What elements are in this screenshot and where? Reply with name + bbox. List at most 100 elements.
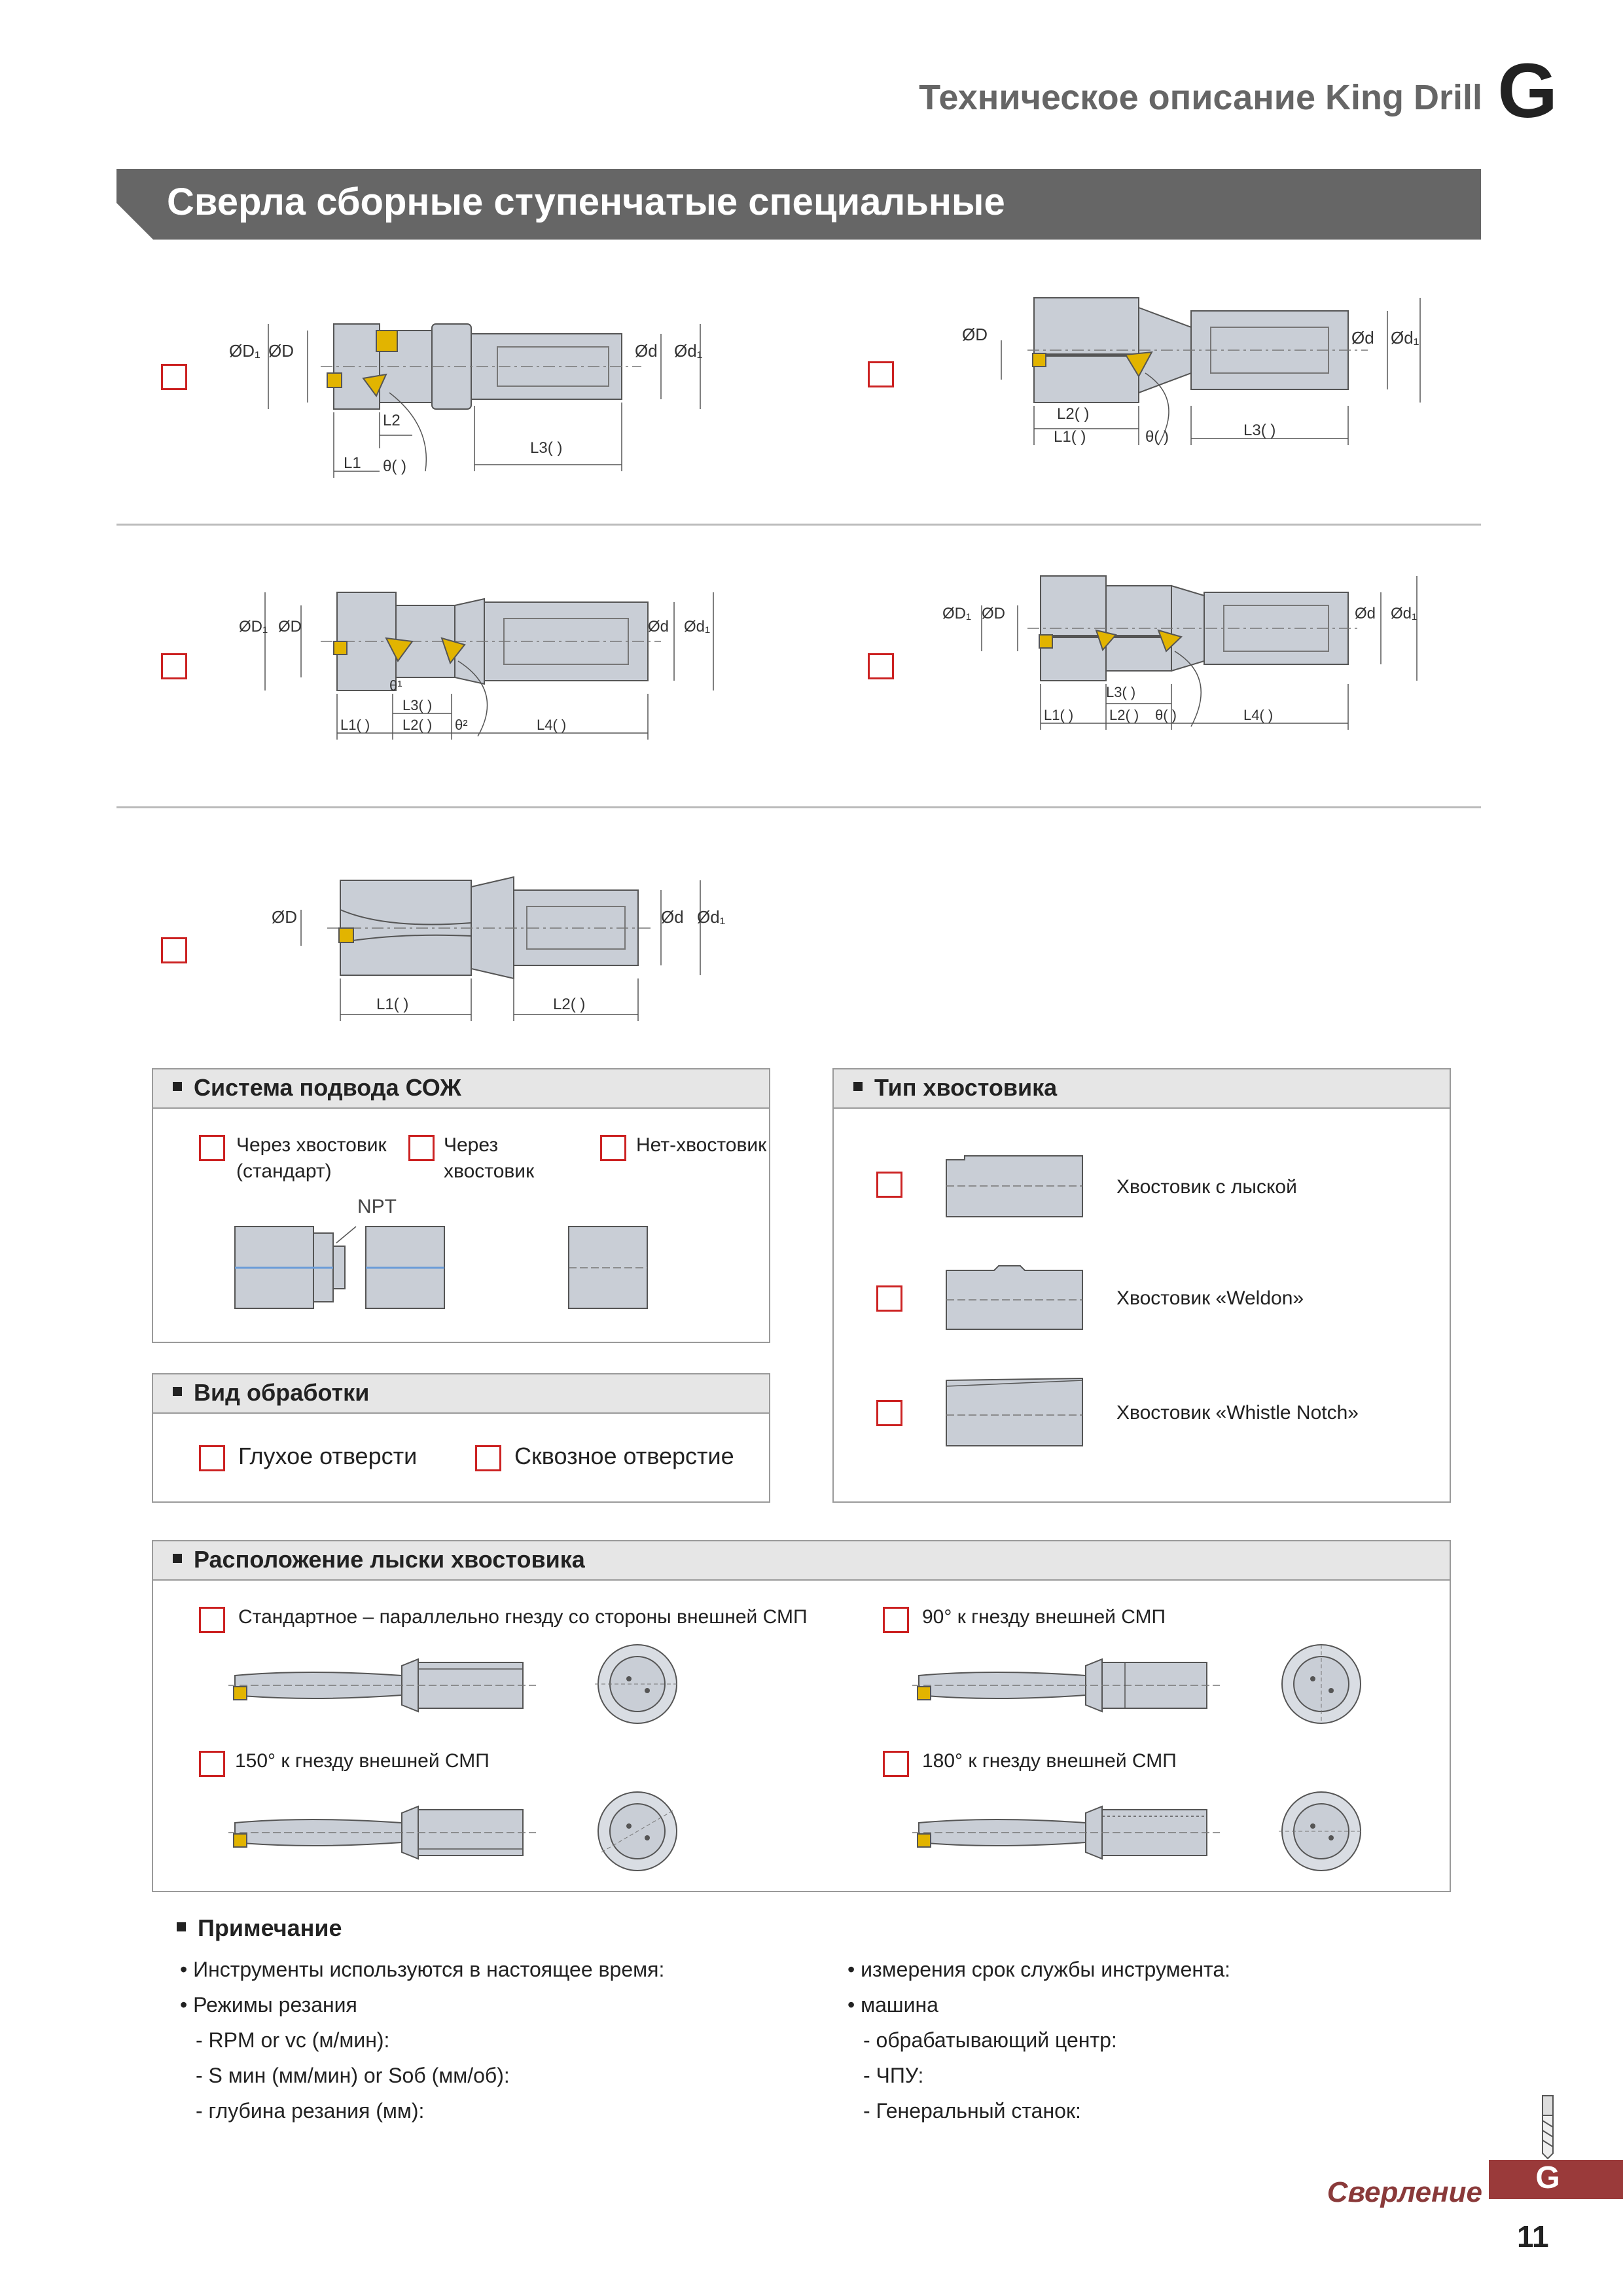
flat-standard-checkbox[interactable] <box>199 1607 225 1633</box>
flat-standard-label: Стандартное – параллельно гнезду со стор… <box>238 1606 808 1628</box>
notes-title: Примечание <box>177 1914 342 1942</box>
label-d1: Ød₁ <box>684 618 710 636</box>
machining-panel-header: Вид обработки <box>153 1374 769 1414</box>
shank-weldon-illustration <box>946 1265 1083 1330</box>
coolant-option-1-label: Через хвостовик(стандарт) <box>236 1134 387 1182</box>
flat-150-checkbox[interactable] <box>199 1751 225 1777</box>
flat-90-label: 90° к гнезду внешней СМП <box>922 1606 1166 1628</box>
drill-type-1-diagram: ØD₁ ØD Ød Ød₁ L3( ) L1 L2 θ( ) <box>229 323 703 478</box>
coolant-option-3-label: Нет-хвостовик <box>636 1134 767 1156</box>
footer-section-name: Сверление <box>1327 2176 1482 2208</box>
coolant-system-panel: Система подвода СОЖ Через хвостовик(стан… <box>152 1068 770 1343</box>
drill-type-4-diagram: ØD₁ ØD Ød Ød₁ L3( ) L1( ) L2( ) θ( ) L4(… <box>942 575 1418 730</box>
notes-left-column: • Инструменты используются в настоящее в… <box>180 1952 664 2128</box>
shank-whistle-notch-illustration <box>946 1377 1083 1446</box>
shank-weldon-checkbox[interactable] <box>876 1285 902 1312</box>
label-L4: L4( ) <box>1243 707 1273 723</box>
label-L3: L3( ) <box>530 439 562 457</box>
drill-type-5-checkbox[interactable] <box>161 937 187 963</box>
machining-type-panel: Вид обработки Глухое отверсти Сквозное о… <box>152 1373 770 1503</box>
document-header-title: Техническое описание King Drill <box>919 78 1482 117</box>
separator <box>116 806 1481 808</box>
label-D: ØD <box>268 341 294 361</box>
label-L2: L2( ) <box>1109 707 1139 723</box>
note-left-3: - RPM or vc (м/мин): <box>196 2028 390 2052</box>
label-D1: ØD₁ <box>942 605 971 622</box>
drill-type-1-checkbox[interactable] <box>161 364 187 390</box>
shank-weldon-label: Хвостовик «Weldon» <box>1116 1287 1304 1309</box>
drill-type-3-checkbox[interactable] <box>161 653 187 679</box>
flat-180-illustration <box>912 1791 1364 1871</box>
section-banner <box>116 169 1481 240</box>
label-D1: ØD₁ <box>239 618 268 636</box>
blind-hole-checkbox[interactable] <box>199 1445 225 1471</box>
label-d1: Ød₁ <box>1391 605 1417 622</box>
label-d: Ød <box>1351 328 1374 348</box>
shank-type-panel: Тип хвостовика Хвостовик с лыской Хвосто… <box>832 1068 1451 1503</box>
label-d: Ød <box>661 907 684 927</box>
label-D: ØD <box>278 618 302 636</box>
label-L1: L1( ) <box>376 996 408 1013</box>
footer-section-letter: G <box>1535 2161 1560 2195</box>
flat-90-illustration <box>912 1644 1361 1724</box>
note-left-1: • Инструменты используются в настоящее в… <box>180 1958 665 1981</box>
coolant-no-shank-checkbox[interactable] <box>600 1135 626 1161</box>
coolant-through-shank-standard-checkbox[interactable] <box>199 1135 225 1161</box>
drill-type-2-checkbox[interactable] <box>868 361 894 387</box>
flat-180-checkbox[interactable] <box>883 1751 909 1777</box>
label-theta: θ( ) <box>1145 428 1169 446</box>
note-right-5: - Генеральный станок: <box>863 2099 1081 2123</box>
drill-type-4-checkbox[interactable] <box>868 653 894 679</box>
label-d: Ød <box>635 341 658 361</box>
label-D: ØD <box>962 325 988 344</box>
label-L3: L3( ) <box>1106 684 1135 700</box>
label-d: Ød <box>1355 605 1376 622</box>
footer-section-tab <box>1489 2160 1623 2199</box>
shank-whistle-notch-checkbox[interactable] <box>876 1400 902 1426</box>
coolant-panel-header: Система подвода СОЖ <box>153 1069 769 1109</box>
coolant-through-shank-checkbox[interactable] <box>408 1135 435 1161</box>
note-left-4: - S мин (мм/мин) or Sоб (мм/об): <box>196 2064 510 2087</box>
label-theta: θ( ) <box>383 457 406 475</box>
shank-panel-title: Тип хвостовика <box>853 1074 1057 1102</box>
section-title: Сверла сборные ступенчатые специальные <box>167 181 1005 223</box>
note-left-2: • Режимы резания <box>180 1993 357 2017</box>
section-letter: G <box>1497 48 1558 134</box>
coolant-panel-title: Система подвода СОЖ <box>173 1074 461 1102</box>
npt-label: NPT <box>357 1196 397 1217</box>
flat-180-label: 180° к гнезду внешней СМП <box>922 1750 1177 1772</box>
blind-hole-label: Глухое отверсти <box>238 1443 418 1469</box>
banner-corner-cut <box>116 203 153 240</box>
machining-panel-title: Вид обработки <box>173 1379 369 1407</box>
flat-90-checkbox[interactable] <box>883 1607 909 1633</box>
label-L3: L3( ) <box>402 697 432 713</box>
note-right-2: • машина <box>847 1993 938 2017</box>
label-L2: L2( ) <box>553 996 585 1013</box>
label-D: ØD <box>272 907 297 927</box>
label-L2: L2 <box>383 412 401 429</box>
label-D1: ØD₁ <box>229 341 260 361</box>
label-theta2: θ² <box>455 717 468 733</box>
flat-position-panel: Расположение лыски хвостовика Стандартно… <box>152 1540 1451 1892</box>
through-hole-checkbox[interactable] <box>475 1445 501 1471</box>
shank-flat-checkbox[interactable] <box>876 1172 902 1198</box>
drill-type-3-diagram: ØD₁ ØD Ød Ød₁ θ¹ L3( ) L1( ) L2( ) θ² L4… <box>239 592 714 740</box>
drill-type-5-diagram: ØD Ød Ød₁ L1( ) L2( ) <box>272 876 726 1021</box>
label-d1: Ød₁ <box>1391 328 1419 348</box>
separator <box>116 524 1481 526</box>
note-left-5: - глубина резания (мм): <box>196 2099 425 2123</box>
shank-whistle-notch-label: Хвостовик «Whistle Notch» <box>1116 1402 1359 1424</box>
label-d1: Ød₁ <box>674 341 703 361</box>
label-d1: Ød₁ <box>697 907 726 927</box>
label-L4: L4( ) <box>537 717 566 733</box>
flat-position-panel-header: Расположение лыски хвостовика <box>153 1541 1450 1581</box>
flat-150-illustration <box>228 1791 677 1871</box>
note-right-1: • измерения срок службы инструмента: <box>847 1958 1231 1981</box>
through-hole-label: Сквозное отверстие <box>514 1443 734 1469</box>
shank-panel-header: Тип хвостовика <box>834 1069 1450 1109</box>
label-L1: L1( ) <box>1054 428 1086 446</box>
flat-150-label: 150° к гнезду внешней СМП <box>235 1750 490 1772</box>
notes-right-column: • измерения срок службы инструмента: • м… <box>847 1952 1230 2128</box>
label-L2: L2( ) <box>402 717 432 733</box>
